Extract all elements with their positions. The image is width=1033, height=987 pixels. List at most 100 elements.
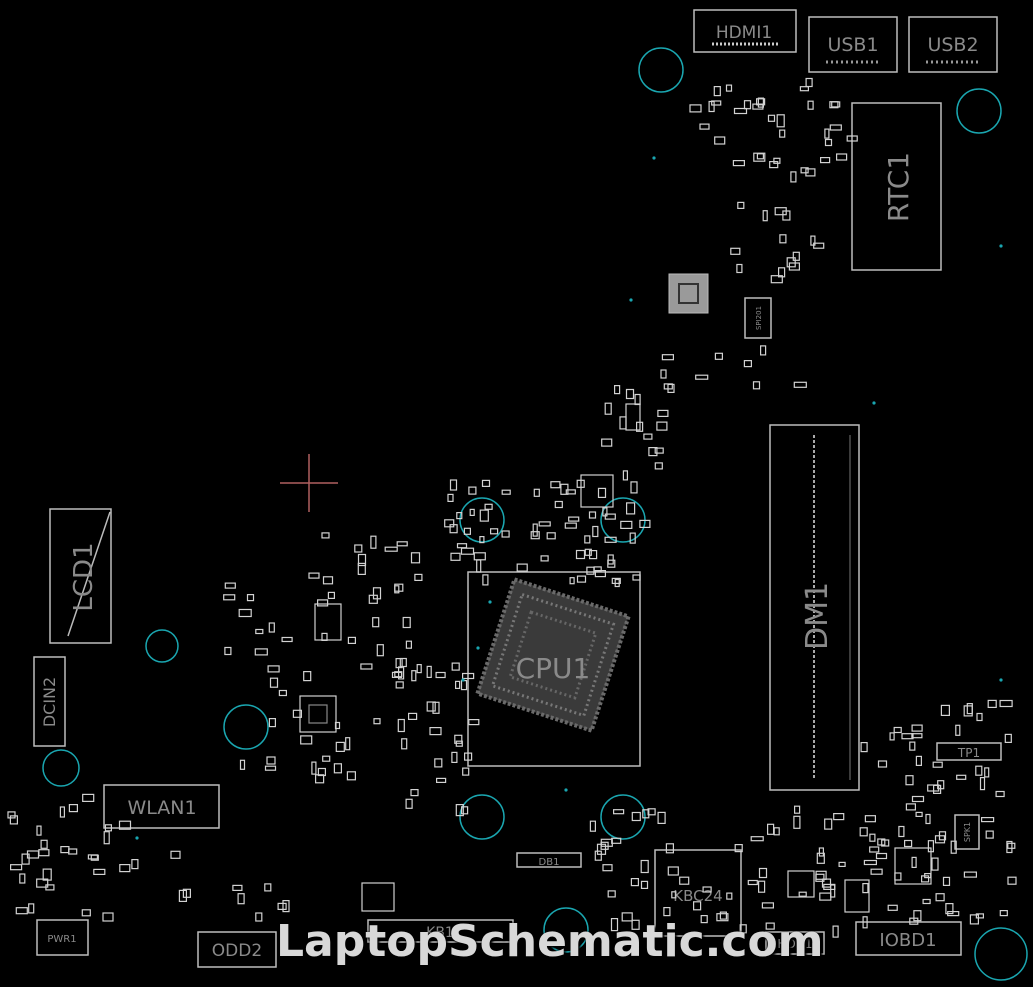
smd-pad	[533, 488, 540, 497]
smd-pad	[266, 756, 276, 765]
smd-pad	[357, 562, 366, 576]
smd-pad	[334, 721, 341, 730]
smd-pad	[924, 872, 932, 879]
smd-pad	[654, 462, 663, 470]
keyboard-connector: KB1	[367, 919, 514, 943]
usb2-label: USB2	[927, 34, 978, 56]
smd-pad	[546, 532, 556, 540]
smd-pad	[36, 825, 42, 836]
smd-pad	[401, 738, 408, 750]
smd-pad	[770, 275, 783, 284]
cpu-socket: CPU1	[467, 571, 641, 767]
smd-pad	[766, 823, 775, 835]
smd-pad	[292, 709, 302, 718]
smd-pad	[901, 733, 914, 740]
smd-pad	[776, 114, 785, 128]
smd-pad	[239, 759, 246, 770]
smd-pad	[454, 734, 463, 744]
smd-pad	[779, 234, 787, 244]
smd-pad	[399, 657, 407, 668]
smd-pad	[863, 859, 878, 866]
smd-pad	[824, 818, 833, 830]
smd-pad	[792, 251, 800, 261]
smd-pad	[269, 677, 279, 688]
smd-pad	[911, 724, 923, 732]
smd-pad	[889, 732, 895, 741]
smd-pad	[798, 891, 807, 897]
smd-pad	[911, 733, 923, 739]
hdmi-connector: HDMI1	[693, 9, 797, 53]
smd-pad	[15, 907, 28, 915]
smd-pad	[979, 776, 986, 791]
touchpad-connector: TP1	[936, 742, 1002, 761]
smd-pad	[969, 914, 980, 925]
usb1-connector: USB1	[808, 16, 898, 73]
smd-pad	[757, 97, 765, 108]
smd-pad	[538, 521, 551, 527]
smd-pad	[793, 381, 807, 388]
smd-pad	[59, 806, 66, 818]
smd-pad	[468, 486, 477, 495]
smd-pad	[373, 718, 381, 725]
smd-pad	[725, 84, 733, 92]
via	[461, 678, 465, 682]
smd-pad	[987, 699, 997, 709]
smd-pad	[846, 135, 858, 142]
smd-pad	[9, 815, 18, 825]
smd-pad	[903, 839, 913, 848]
smd-pad	[429, 726, 442, 736]
smd-pad	[832, 925, 839, 938]
smd-pad	[689, 104, 702, 113]
smd-pad	[629, 532, 636, 544]
smd-pad	[68, 803, 79, 813]
kb-label: KB1	[426, 925, 454, 941]
smd-pad	[925, 813, 931, 825]
smd-pad	[862, 882, 869, 894]
smd-pad	[490, 528, 499, 535]
smd-pad	[966, 702, 973, 715]
speaker-connector: SPK1	[954, 814, 980, 850]
smd-pad	[333, 763, 342, 774]
iobd-connector: IOBD1	[855, 921, 962, 956]
smd-pad	[963, 871, 978, 878]
smd-pad	[410, 552, 421, 564]
smd-pad	[102, 912, 114, 922]
smd-pad	[469, 508, 475, 516]
smd-pad	[999, 909, 1008, 917]
smd-pad	[40, 839, 48, 849]
smd-pad	[695, 374, 709, 380]
smd-pad	[268, 622, 275, 633]
smd-pad	[1004, 733, 1012, 744]
wlan-label: WLAN1	[127, 797, 196, 819]
smd-pad	[671, 891, 677, 899]
smd-pad	[922, 898, 931, 905]
smd-pad	[481, 479, 491, 487]
smd-pad	[761, 902, 775, 909]
smd-pad	[955, 724, 961, 736]
smd-pad	[479, 535, 485, 544]
smd-pad	[612, 809, 625, 815]
smd-pad	[1006, 840, 1013, 854]
smd-pad	[716, 913, 729, 922]
smd-pad	[473, 552, 486, 561]
smd-pad	[460, 547, 475, 555]
smd-pad	[455, 803, 464, 817]
smd-pad	[370, 535, 377, 549]
smd-pad	[755, 98, 766, 106]
smd-pad	[586, 566, 595, 575]
vias	[135, 156, 1003, 840]
smd-pad	[743, 360, 753, 368]
tp-label: TP1	[957, 746, 980, 760]
smd-pad	[759, 345, 767, 356]
smd-pad	[821, 878, 832, 888]
smd-pad	[576, 479, 585, 488]
smd-pad	[560, 483, 569, 495]
smd-pad	[870, 868, 883, 875]
smd-pad	[963, 705, 973, 717]
smd-pad	[468, 718, 480, 726]
smd-pad	[322, 755, 331, 762]
smd-pad	[799, 86, 810, 92]
smd-pad	[931, 857, 939, 871]
smd-pad	[635, 421, 644, 432]
smd-pad	[594, 850, 602, 861]
